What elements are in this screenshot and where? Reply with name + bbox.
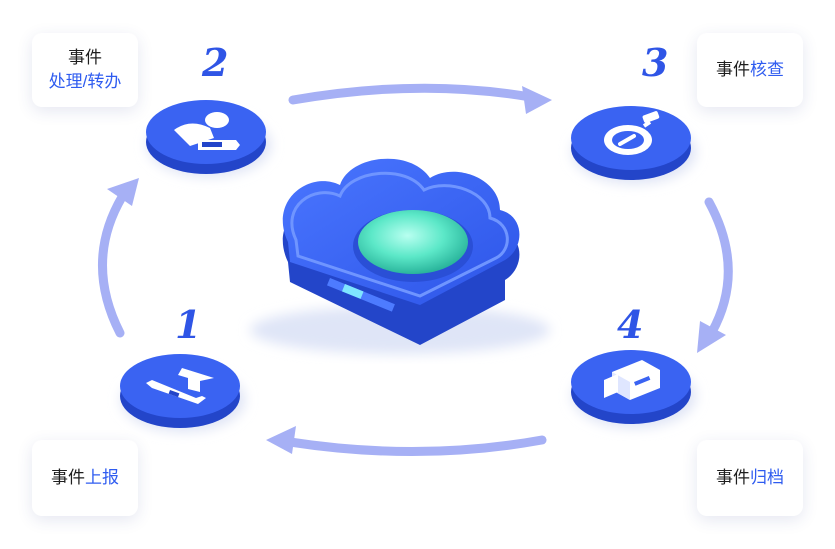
- step-2-prefix: 事件: [68, 48, 102, 67]
- step-3-label: 核查: [750, 60, 784, 79]
- arrowhead-1-to-2: [107, 178, 139, 206]
- step-2-label: 处理/转办: [48, 72, 122, 91]
- step-card-2: 事件 处理/转办: [32, 33, 138, 107]
- upload-arrow-icon: [146, 368, 214, 404]
- user-edit-icon: [174, 112, 240, 150]
- step-number-1: 1: [175, 302, 202, 347]
- step-3-disc: [571, 106, 696, 184]
- archive-icon: [604, 360, 660, 400]
- step-card-4: 事件归档: [697, 440, 803, 516]
- step-number-2: 2: [202, 40, 229, 85]
- central-cloud: [250, 158, 550, 354]
- step-1-prefix: 事件: [51, 468, 85, 487]
- step-4-label: 归档: [750, 468, 784, 487]
- step-1-label: 上报: [85, 468, 119, 487]
- arrow-4-to-1: [285, 435, 547, 456]
- step-4-disc: [571, 350, 696, 428]
- step-4-prefix: 事件: [716, 468, 750, 487]
- step-2-disc: [146, 100, 271, 177]
- arrow-3-to-4: [704, 197, 733, 337]
- step-card-3: 事件核查: [697, 33, 803, 107]
- stopwatch-icon: [604, 111, 660, 155]
- arrowhead-4-to-1: [266, 426, 296, 454]
- arrow-2-to-3: [288, 83, 535, 105]
- step-card-1: 事件上报: [32, 440, 138, 516]
- arrowhead-2-to-3: [522, 86, 552, 114]
- step-1-disc: [120, 354, 245, 432]
- cycle-arrows: [98, 83, 733, 456]
- arrowhead-3-to-4: [697, 321, 726, 353]
- step-number-4: 4: [617, 302, 644, 347]
- step-3-prefix: 事件: [716, 60, 750, 79]
- step-number-3: 3: [642, 40, 669, 85]
- arrow-1-to-2: [98, 192, 127, 338]
